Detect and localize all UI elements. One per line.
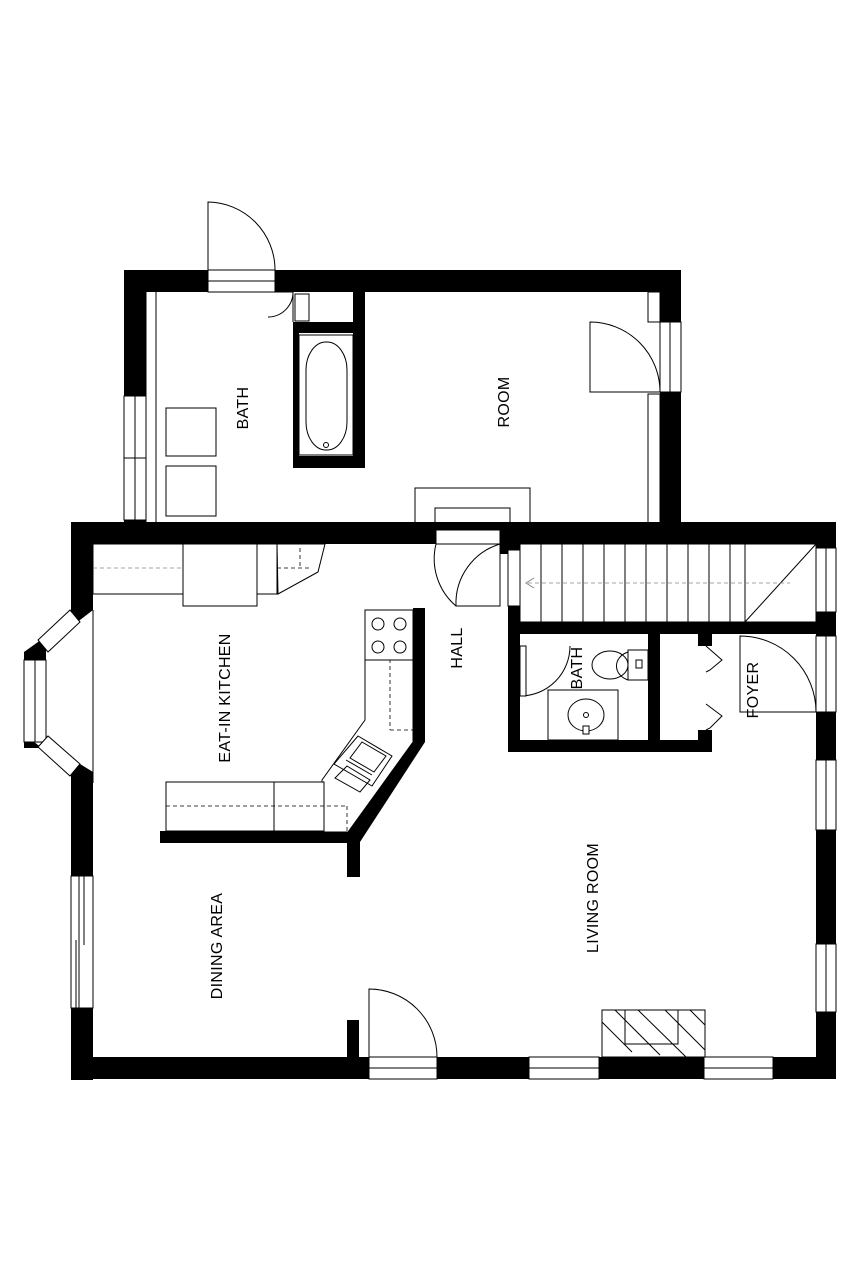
windows-bottom <box>528 1056 774 1080</box>
kitchen-top-counters <box>92 543 326 607</box>
stair-walls <box>500 544 818 752</box>
bay-window <box>23 600 94 783</box>
label-hall: HALL <box>449 627 466 668</box>
door-foyer-entry[interactable] <box>739 635 837 713</box>
label-room: ROOM <box>496 377 513 428</box>
label-eat-in-kitchen: EAT-IN KITCHEN <box>217 633 234 762</box>
main-walls <box>71 522 836 1080</box>
closet-bifold[interactable] <box>705 645 723 731</box>
kitchen-sink <box>333 735 393 793</box>
upper-wing-walls <box>124 270 681 532</box>
small-bath-fixtures <box>519 645 649 741</box>
door-dining-bottom[interactable] <box>347 988 438 1080</box>
label-bath-lower: BATH <box>569 647 586 690</box>
kitchen-island-wall <box>160 608 425 877</box>
windows-right <box>815 547 837 1013</box>
label-foyer: FOYER <box>745 662 762 719</box>
cooktop <box>364 609 414 661</box>
label-dining-area: DINING AREA <box>209 893 226 999</box>
door-upper-exterior[interactable] <box>207 201 276 293</box>
vanity-1 <box>165 407 217 457</box>
label-living-room: LIVING ROOM <box>585 843 602 953</box>
sliding-door-dining[interactable] <box>70 875 94 1009</box>
vanity-2 <box>165 465 217 517</box>
staircase <box>507 543 817 623</box>
window-upper-bath <box>123 395 147 521</box>
bathtub <box>298 334 354 456</box>
label-bath-upper: BATH <box>235 387 252 430</box>
door-room-right[interactable] <box>589 291 682 531</box>
door-hall[interactable] <box>433 529 501 607</box>
door-bath-small[interactable] <box>267 291 294 322</box>
fireplace-living <box>601 1009 706 1058</box>
